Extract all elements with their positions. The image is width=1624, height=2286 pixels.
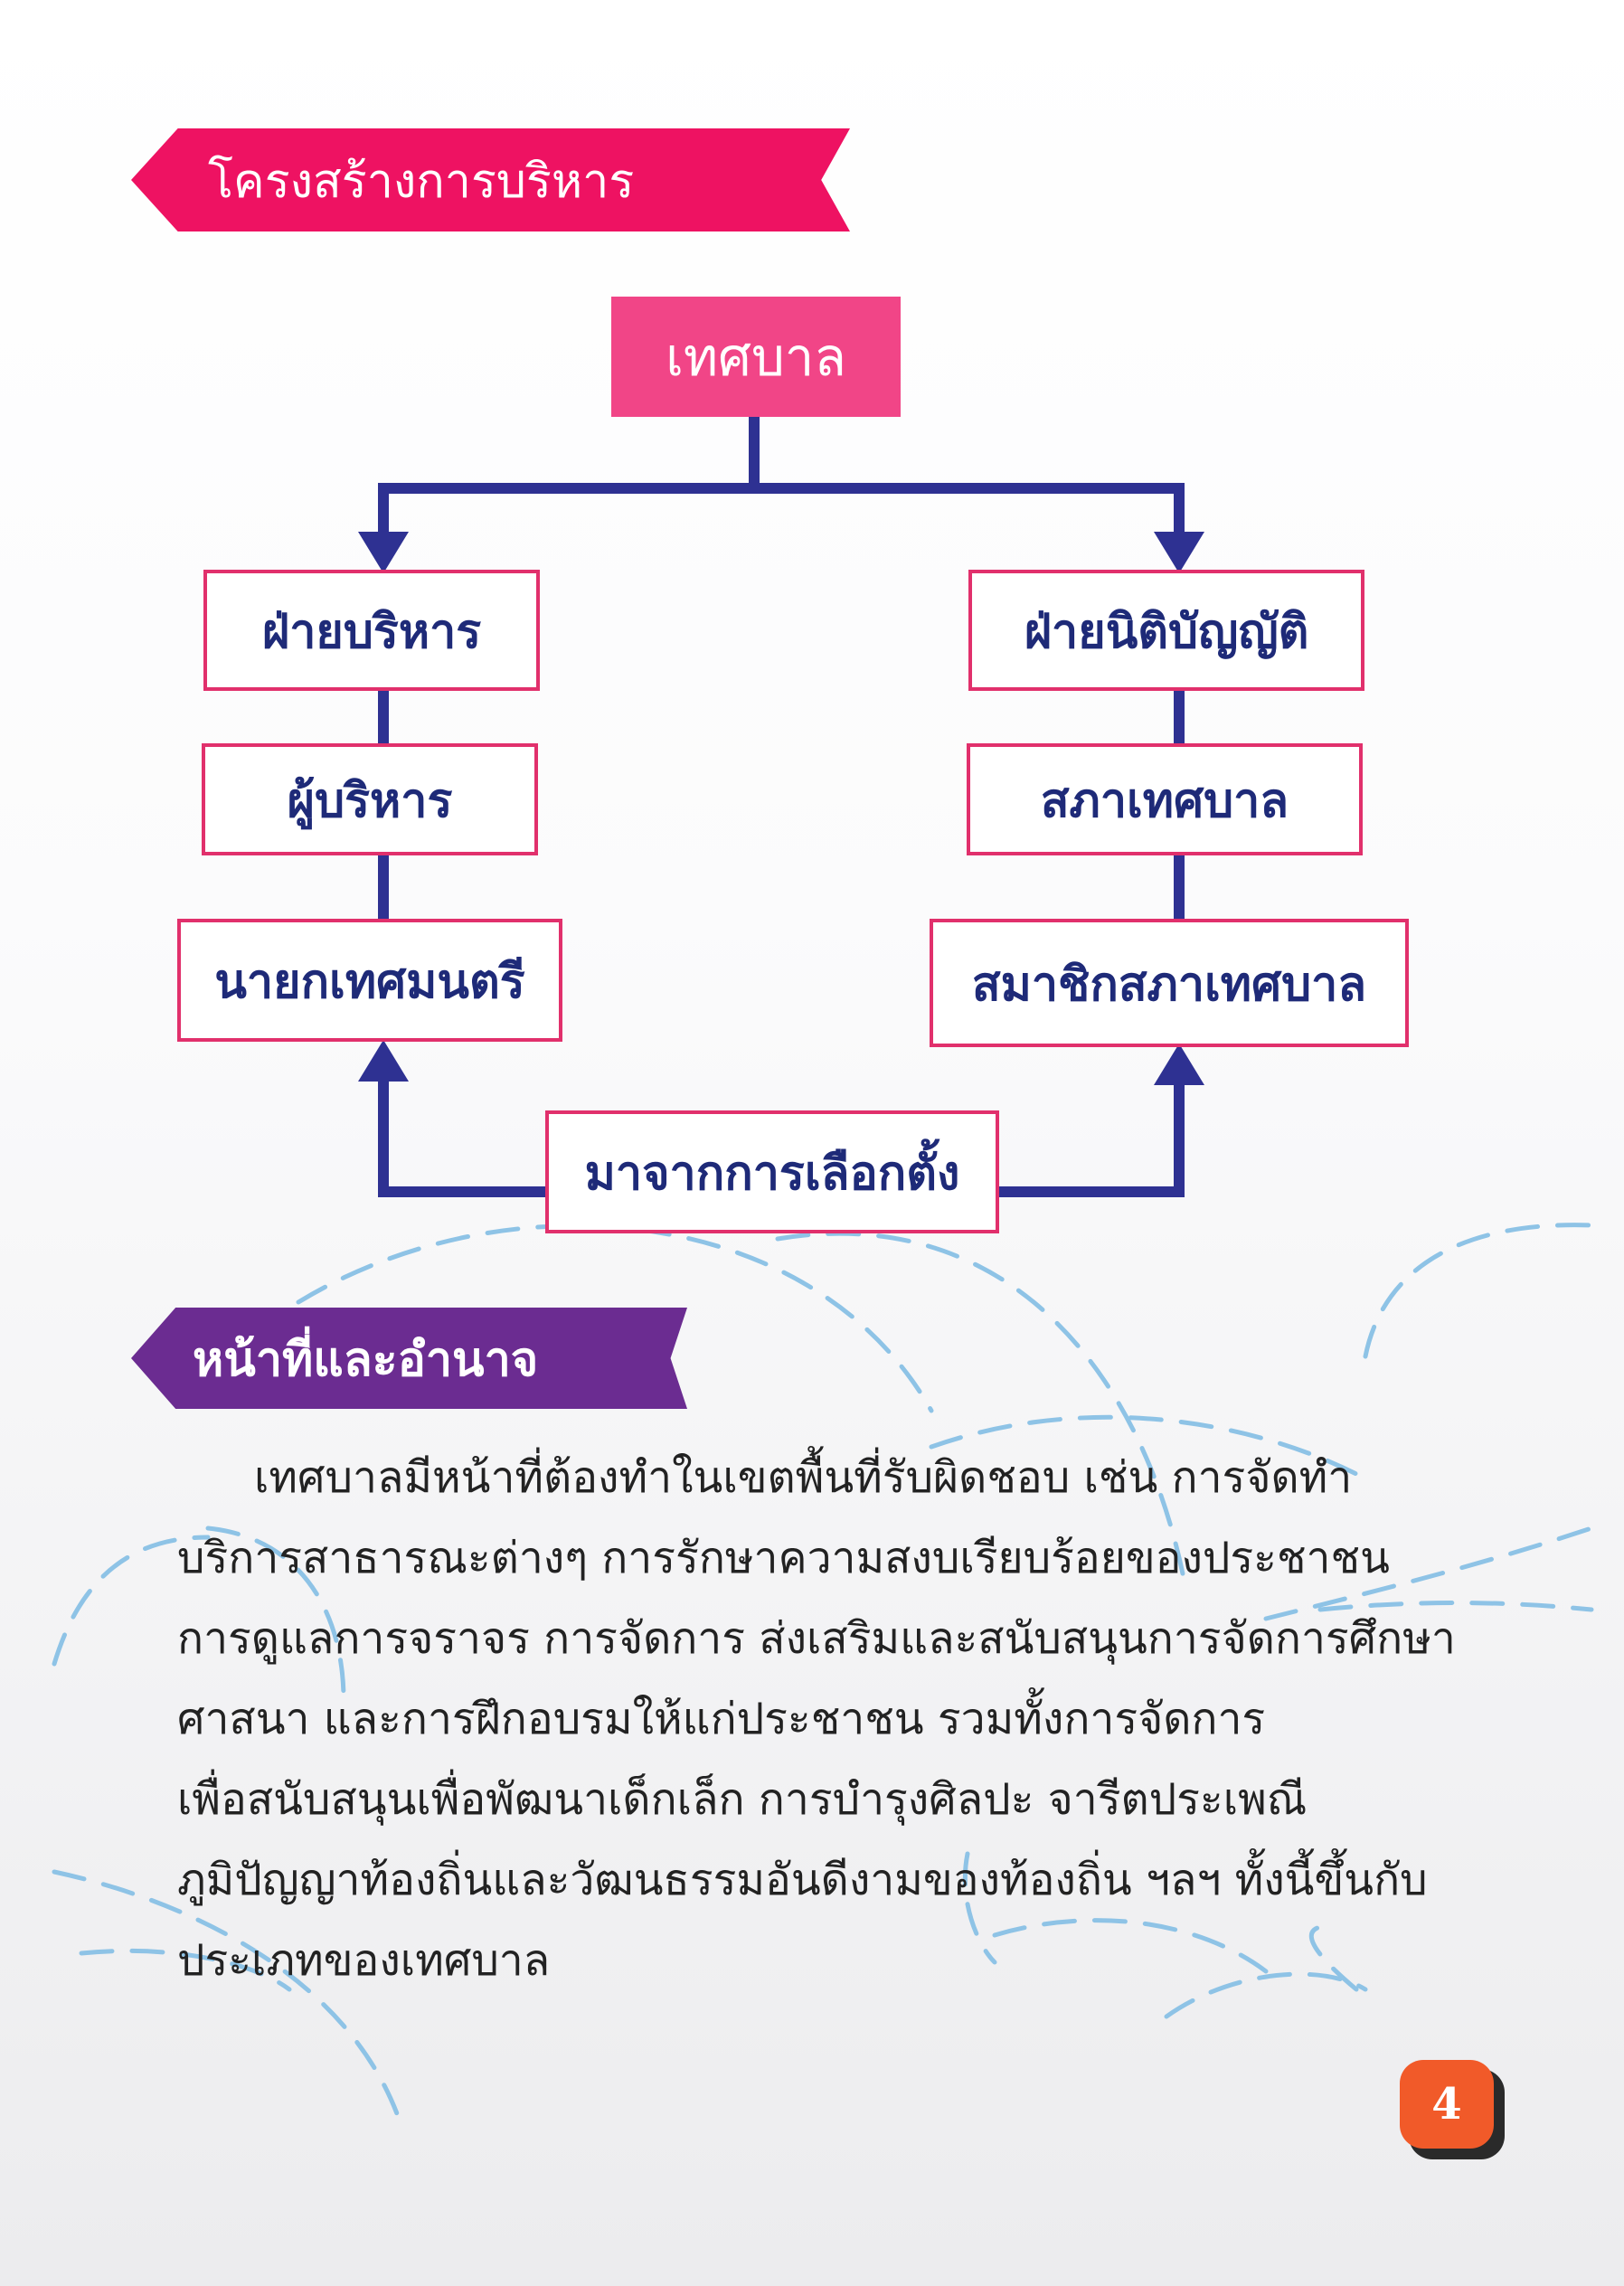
paragraph-line: ศาสนา และการฝึกอบรมให้แก่ประชาชน รวมทั้ง… [177, 1694, 1266, 1744]
org-council-members-label: สมาชิกสภาเทศบาล [971, 957, 1367, 1012]
org-legislative-branch-label: ฝ่ายนิติบัญญัติ [1024, 604, 1309, 659]
structure-section-title: โครงสร้างการบริหาร [208, 154, 635, 209]
left-election-line [378, 1081, 545, 1197]
duties-paragraph: เทศบาลมีหน้าที่ต้องทำในเขตพื้นที่รับผิดช… [177, 1438, 1456, 2001]
org-mayor-label: นายกเทศมนตรี [214, 954, 525, 1009]
org-election-box: มาจากการเลือกตั้ง [545, 1110, 999, 1233]
page-number-badge: 4 [1400, 2060, 1494, 2149]
org-executive-box: ผู้บริหาร [202, 743, 538, 855]
duties-section-title: หน้าที่และอำนาจ [193, 1332, 539, 1387]
org-legislative-branch-box: ฝ่ายนิติบัญญัติ [968, 570, 1364, 691]
paragraph-line: เพื่อสนับสนุนเพื่อพัฒนาเด็กเล็ก การบำรุง… [177, 1774, 1308, 1825]
org-root-label: เทศบาล [666, 326, 846, 388]
right-election-line [999, 1085, 1185, 1197]
org-mayor-box: นายกเทศมนตรี [177, 919, 562, 1042]
duties-section-ribbon: หน้าที่และอำนาจ [131, 1308, 687, 1409]
paragraph-line: เทศบาลมีหน้าที่ต้องทำในเขตพื้นที่รับผิดช… [254, 1452, 1353, 1503]
right-down-arrow-icon [1154, 532, 1204, 573]
paragraph-line: บริการสาธารณะต่างๆ การรักษาความสงบเรียบร… [177, 1533, 1390, 1583]
org-council-box: สภาเทศบาล [967, 743, 1363, 855]
org-council-label: สภาเทศบาล [1040, 773, 1289, 828]
left-up-arrow-icon [358, 1040, 409, 1082]
org-executive-branch-box: ฝ่ายบริหาร [203, 570, 540, 691]
page-number: 4 [1431, 2079, 1462, 2130]
paragraph-line: ประเภทของเทศบาล [177, 1935, 551, 1986]
structure-section-ribbon: โครงสร้างการบริหาร [131, 128, 850, 231]
org-election-label: มาจากการเลือกตั้ง [584, 1146, 960, 1201]
org-council-members-box: สมาชิกสภาเทศบาล [930, 919, 1409, 1047]
org-executive-branch-label: ฝ่ายบริหาร [261, 604, 482, 659]
paragraph-line: ภูมิปัญญาท้องถิ่นและวัฒนธรรมอันดีงามของท… [177, 1855, 1428, 1905]
left-down-arrow-icon [358, 532, 409, 573]
paragraph-line: การดูแลการจราจร การจัดการ ส่งเสริมและสนั… [177, 1613, 1456, 1664]
right-up-arrow-icon [1154, 1044, 1204, 1085]
org-root-box: เทศบาล [611, 297, 901, 417]
org-executive-label: ผู้บริหาร [287, 773, 453, 828]
